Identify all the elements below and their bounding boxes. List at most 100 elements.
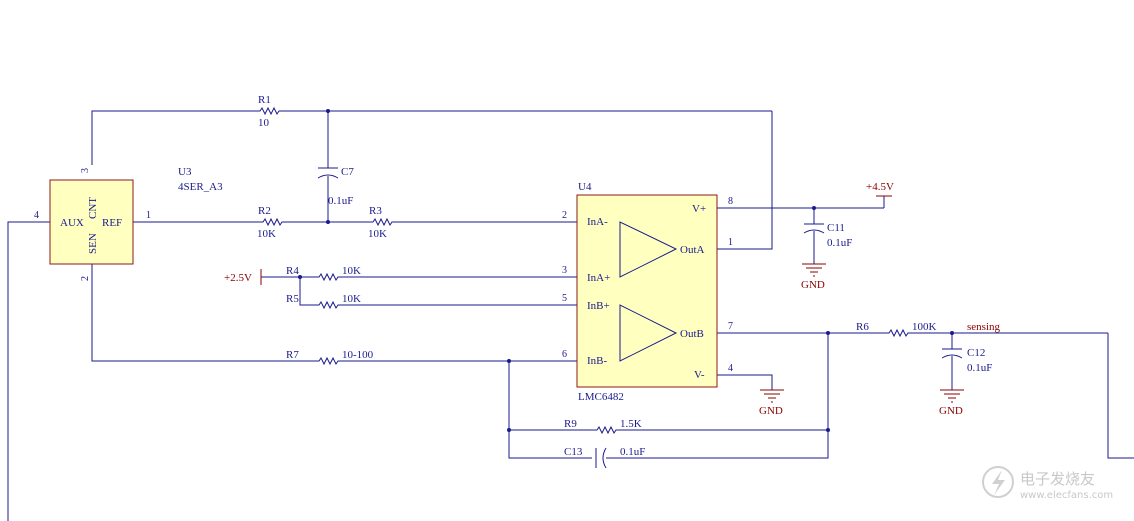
wire-fb-left (508, 361, 592, 459)
junction-sensing (950, 331, 954, 335)
wire-top-loop (91, 110, 255, 165)
wire-c13-right (606, 333, 829, 459)
u4-pin-ina-plus: InA+ (587, 272, 610, 284)
junctions (298, 109, 954, 432)
u4-pin-num-6: 6 (562, 349, 567, 360)
label-gnd-c12: GND (939, 405, 963, 417)
watermark: 电子发烧友 www.elecfans.com (982, 466, 1113, 501)
resistor-r2 (258, 217, 288, 227)
gnd-icon (760, 389, 784, 403)
resistor-r7 (316, 356, 340, 366)
u3-part: 4SER_A3 (178, 181, 223, 193)
u3-body (49, 179, 134, 265)
gnd-icon (802, 263, 826, 277)
resistor-r5 (316, 300, 340, 310)
watermark-bolt-icon (992, 470, 1005, 495)
label-net-sensing: sensing (967, 321, 1001, 333)
label-r9-value: 1.5K (620, 418, 642, 430)
junction-outb (826, 331, 830, 335)
u3-block: AUX REF CNT SEN 3 2 4 1 U3 4SER_A3 (34, 166, 223, 281)
u4-pin-num-4: 4 (728, 363, 733, 374)
opamp-a-triangle-icon (619, 221, 678, 278)
capacitor-c13 (595, 447, 607, 469)
u4-part: LMC6482 (578, 391, 624, 403)
resistor-r6 (886, 328, 910, 338)
u4-body (576, 194, 718, 388)
label-gnd-c11: GND (801, 279, 825, 291)
u4-pin-num-7: 7 (728, 321, 733, 332)
junction-r9-right (826, 428, 830, 432)
ground-symbols (760, 263, 964, 403)
watermark-url: www.elecfans.com (1020, 490, 1113, 501)
wire-sensing-out (1107, 333, 1134, 459)
resistor-r3 (368, 217, 398, 227)
u4-pin-ina-minus: InA- (587, 216, 608, 228)
junction-c11 (812, 206, 816, 210)
capacitor-c12 (941, 348, 963, 359)
capacitors (317, 167, 963, 469)
label-r6-name: R6 (856, 321, 869, 333)
u4-pin-vplus: V+ (692, 203, 706, 215)
u3-pin-num-1: 1 (146, 210, 151, 221)
junction-r4-r5 (298, 275, 302, 279)
u4-pin-num-1: 1 (728, 237, 733, 248)
label-c11-value: 0.1uF (827, 237, 852, 249)
wire-aux (7, 221, 50, 521)
resistors (255, 106, 910, 435)
u4-pin-num-8: 8 (728, 196, 733, 207)
u4-pin-num-2: 2 (562, 210, 567, 221)
watermark-cn: 电子发烧友 (1020, 470, 1095, 488)
u3-designator: U3 (178, 166, 192, 178)
label-r3-value: 10K (368, 228, 387, 240)
u4-pin-outa: OutA (680, 244, 705, 256)
u4-pin-outb: OutB (680, 328, 704, 340)
label-c7-name: C7 (341, 166, 354, 178)
wire-r5-branch (299, 277, 316, 306)
resistor-r9 (594, 425, 618, 435)
power-labels: +4.5V +2.5V GND GND GND sensing (224, 181, 1001, 417)
u4-block: InA- InA+ InB+ InB- V+ V- OutA OutB 2 3 … (562, 181, 733, 403)
label-r4-name: R4 (286, 265, 299, 277)
label-plus-4v5: +4.5V (866, 181, 894, 193)
label-c13-value: 0.1uF (620, 446, 645, 458)
wire-vminus (717, 374, 773, 390)
label-c12-name: C12 (967, 347, 985, 359)
label-plus-2v5: +2.5V (224, 272, 252, 284)
junction-c7-top (326, 109, 330, 113)
u3-pin-num-3: 3 (80, 168, 91, 173)
junction-inbminus (507, 359, 511, 363)
u4-pin-vminus: V- (694, 369, 705, 381)
label-r1-name: R1 (258, 94, 271, 106)
label-c12-value: 0.1uF (967, 362, 992, 374)
capacitor-c7 (317, 167, 339, 179)
u3-pin-aux: AUX (60, 217, 84, 229)
u4-pin-num-3: 3 (562, 265, 567, 276)
label-r9-name: R9 (564, 418, 577, 430)
junction-c7-bottom (326, 220, 330, 224)
u3-pin-sen: SEN (87, 233, 99, 254)
label-r5-name: R5 (286, 293, 299, 305)
label-c7-value: 0.1uF (328, 195, 353, 207)
capacitor-c11 (803, 223, 825, 234)
u4-pin-num-5: 5 (562, 293, 567, 304)
label-r7-name: R7 (286, 349, 299, 361)
label-r2-name: R2 (258, 205, 271, 217)
u3-pin-num-2: 2 (80, 276, 91, 281)
u4-pin-inb-minus: InB- (587, 355, 608, 367)
label-gnd-vminus: GND (759, 405, 783, 417)
component-labels: R1 10 R2 10K R3 10K R4 10K R5 10K R7 10-… (257, 94, 992, 458)
u3-pin-num-4: 4 (34, 210, 39, 221)
wires (7, 110, 1134, 521)
wire-sen (91, 264, 316, 362)
u4-designator: U4 (578, 181, 592, 193)
label-r3-name: R3 (369, 205, 382, 217)
u3-pin-ref: REF (102, 217, 122, 229)
u4-pin-inb-plus: InB+ (587, 300, 610, 312)
u3-pin-cnt: CNT (87, 197, 99, 219)
label-r7-value: 10-100 (342, 349, 374, 361)
label-r5-value: 10K (342, 293, 361, 305)
label-c11-name: C11 (827, 222, 845, 234)
resistor-r1 (255, 106, 285, 116)
label-c13-name: C13 (564, 446, 583, 458)
label-r4-value: 10K (342, 265, 361, 277)
